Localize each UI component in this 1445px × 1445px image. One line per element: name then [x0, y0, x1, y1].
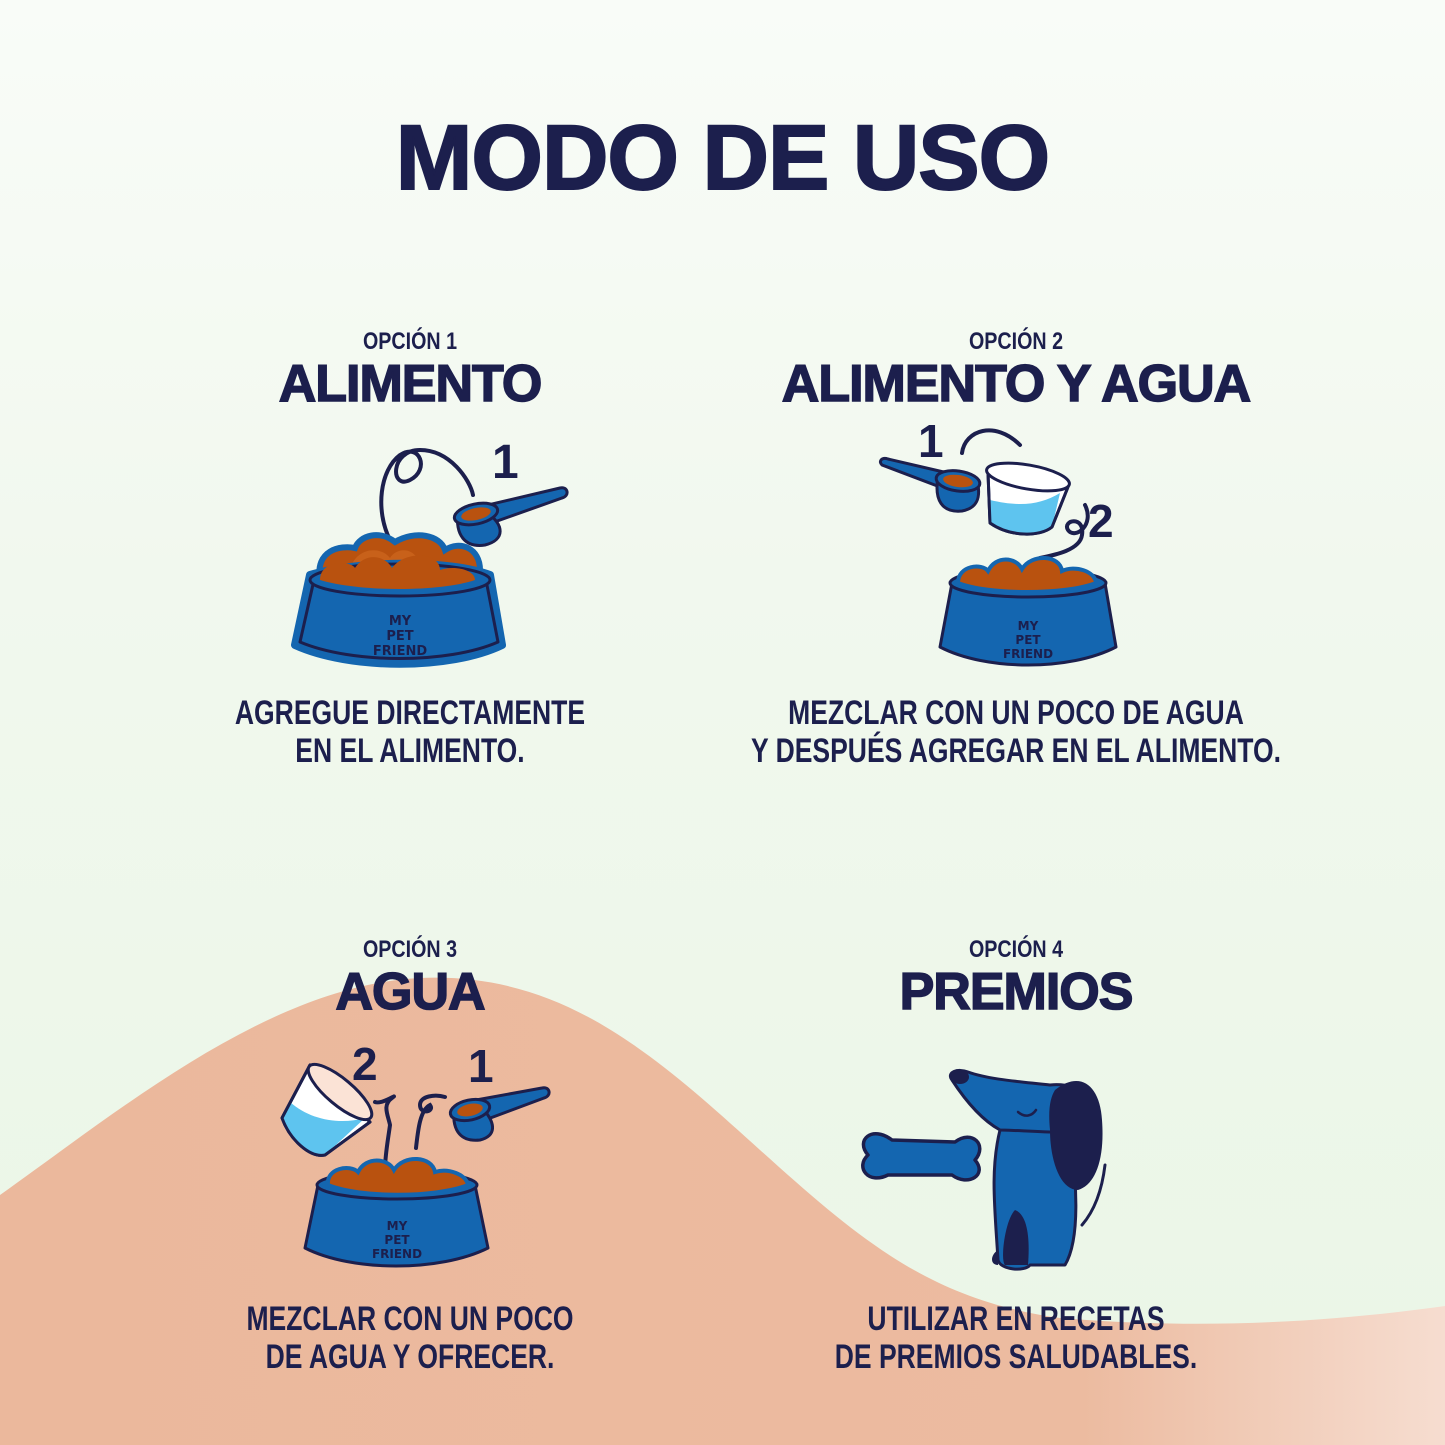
description-line: UTILIZAR EN RECETAS — [867, 1300, 1165, 1338]
option-4: OPCIÓN 4 PREMIOS — [816, 936, 1216, 1021]
svg-text:PET: PET — [384, 1233, 410, 1247]
water-cup-icon — [985, 461, 1071, 536]
description-line: AGREGUE DIRECTAMENTE — [234, 694, 586, 732]
step-number: 1 — [492, 436, 519, 489]
option-4-description: UTILIZAR EN RECETAS DE PREMIOS SALUDABLE… — [766, 1300, 1266, 1376]
step-number: 1 — [918, 415, 944, 467]
svg-text:FRIEND: FRIEND — [372, 1247, 422, 1261]
option-label: OPCIÓN 1 — [362, 328, 458, 355]
option-title: ALIMENTO Y AGUA — [781, 355, 1252, 413]
option-title: PREMIOS — [899, 963, 1134, 1021]
option-label: OPCIÓN 3 — [362, 936, 458, 963]
option-3: OPCIÓN 3 AGUA — [210, 936, 610, 1021]
option-2-description: MEZCLAR CON UN POCO DE AGUA Y DESPUÉS AG… — [666, 694, 1366, 770]
option-3-description: MEZCLAR CON UN POCO DE AGUA Y OFRECER. — [160, 1300, 660, 1376]
description-line: EN EL ALIMENTO. — [295, 732, 525, 770]
scoop-icon — [878, 457, 982, 513]
scoop-icon — [452, 486, 569, 547]
description-line: MEZCLAR CON UN POCO DE AGUA — [788, 694, 1244, 732]
food-bowl-icon: MY PET FRIEND — [938, 556, 1118, 667]
option-1: OPCIÓN 1 ALIMENTO — [210, 328, 610, 413]
option-2: OPCIÓN 2 ALIMENTO Y AGUA — [716, 328, 1316, 413]
svg-text:FRIEND: FRIEND — [373, 644, 427, 659]
step-number: 2 — [1088, 495, 1114, 547]
svg-text:MY: MY — [389, 614, 412, 629]
scoop-icon — [448, 1086, 551, 1142]
description-line: DE PREMIOS SALUDABLES. — [834, 1338, 1198, 1376]
dog-bone-icon — [861, 1068, 1107, 1271]
description-line: DE AGUA Y OFRECER. — [265, 1338, 555, 1376]
page-title: MODO DE USO — [395, 107, 1051, 209]
description-line: MEZCLAR CON UN POCO — [246, 1300, 574, 1338]
cup-scoop-bowl-icon: 2 1 MY PET FRIEND — [280, 1038, 551, 1268]
step-number: 2 — [352, 1038, 378, 1090]
dog-icon — [949, 1068, 1107, 1271]
option-title: ALIMENTO — [278, 355, 543, 413]
scoop-cup-bowl-icon: 1 2 MY PET FRIEND — [878, 415, 1118, 667]
food-bowl-icon: MY PET FRIEND — [303, 1157, 490, 1268]
option-title: AGUA — [335, 963, 487, 1021]
option-label: OPCIÓN 4 — [968, 936, 1064, 963]
scoop-to-bowl-icon: 1 MY PET FRIEND — [291, 436, 569, 668]
svg-text:PET: PET — [1015, 633, 1041, 647]
bone-icon — [861, 1132, 982, 1182]
svg-text:FRIEND: FRIEND — [1003, 647, 1053, 661]
description-line: Y DESPUÉS AGREGAR EN EL ALIMENTO. — [750, 732, 1282, 770]
option-1-description: AGREGUE DIRECTAMENTE EN EL ALIMENTO. — [160, 694, 660, 770]
svg-text:MY: MY — [1018, 619, 1039, 633]
svg-text:MY: MY — [387, 1219, 408, 1233]
option-label: OPCIÓN 2 — [968, 328, 1064, 355]
water-cup-icon — [280, 1062, 374, 1157]
step-number: 1 — [468, 1040, 494, 1092]
food-bowl-icon: MY PET FRIEND — [291, 532, 506, 668]
svg-text:PET: PET — [386, 629, 413, 644]
